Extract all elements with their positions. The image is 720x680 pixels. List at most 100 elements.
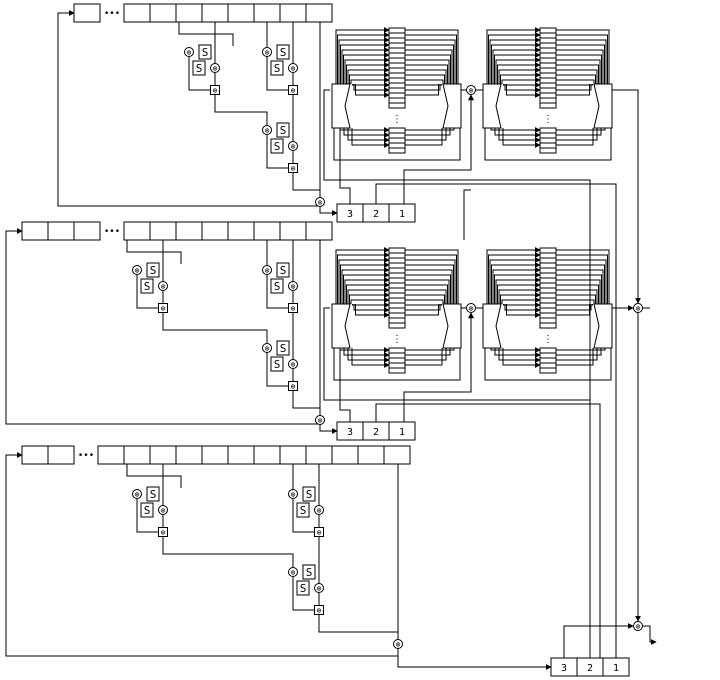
sbox bbox=[270, 356, 284, 372]
wire bbox=[405, 274, 451, 304]
mix-block-4-table-row bbox=[539, 322, 557, 329]
wire bbox=[337, 252, 390, 304]
register-2-cell bbox=[201, 221, 229, 241]
add-symbol: ⊕ bbox=[291, 86, 296, 95]
multiply-node bbox=[184, 47, 194, 57]
mix-block-3-table-row bbox=[388, 277, 406, 284]
mix-block-2-table-row bbox=[539, 27, 557, 34]
multiply-node bbox=[210, 63, 220, 73]
register-3-cell bbox=[201, 445, 229, 465]
wire bbox=[497, 282, 541, 304]
wire bbox=[347, 128, 390, 143]
mix-block-4-table-row bbox=[539, 252, 557, 259]
mix-block-4-table-row bbox=[539, 362, 557, 369]
multiply-symbol: ⊗ bbox=[161, 506, 166, 515]
wire bbox=[353, 84, 390, 93]
register-3-cell bbox=[279, 445, 307, 465]
multiply-symbol: ⊗ bbox=[135, 490, 140, 499]
register-1-cell bbox=[227, 3, 255, 23]
wire bbox=[323, 89, 591, 658]
sbox-label: S bbox=[280, 46, 287, 59]
register-1-cell bbox=[73, 3, 101, 23]
multiply-node bbox=[132, 489, 142, 499]
wire bbox=[556, 284, 599, 304]
register-3-cell bbox=[149, 445, 177, 465]
add-symbol: ⊕ bbox=[317, 528, 322, 537]
sbox bbox=[276, 44, 290, 60]
wire bbox=[556, 34, 608, 84]
multiply-node bbox=[633, 621, 643, 631]
sbox-label: S bbox=[280, 124, 287, 137]
wire bbox=[397, 641, 552, 670]
wire bbox=[494, 272, 541, 304]
wire bbox=[486, 27, 541, 84]
mix-block-2-table-row bbox=[539, 147, 557, 154]
multiply-symbol: ⊗ bbox=[318, 416, 323, 425]
register-2-cell bbox=[279, 221, 307, 241]
multiply-node bbox=[466, 85, 476, 95]
wire bbox=[405, 254, 457, 304]
wire bbox=[484, 348, 612, 381]
wire bbox=[346, 282, 390, 304]
wire bbox=[339, 90, 351, 204]
mix-block-1-table-row bbox=[388, 42, 406, 49]
add-symbol: ⊕ bbox=[317, 606, 322, 615]
wire bbox=[494, 128, 541, 138]
wire bbox=[266, 57, 288, 91]
mix-block-2-table-row bbox=[539, 42, 557, 49]
wire bbox=[405, 128, 451, 136]
multiply-symbol: ⊗ bbox=[317, 506, 322, 515]
mix-block-1-table-row bbox=[388, 137, 406, 144]
wire bbox=[405, 44, 454, 84]
sbox bbox=[140, 278, 154, 294]
mix-block-2-table-row bbox=[539, 57, 557, 64]
register-3-cell bbox=[305, 445, 333, 465]
mix-block-1-table-row bbox=[388, 67, 406, 74]
wire bbox=[498, 348, 541, 363]
multiply-node bbox=[262, 343, 272, 353]
add-node bbox=[210, 85, 220, 95]
sbox bbox=[270, 138, 284, 154]
multiply-symbol: ⊗ bbox=[265, 126, 270, 135]
register-2-cell bbox=[227, 221, 255, 241]
wire bbox=[556, 29, 610, 84]
mix-block-1-table-row bbox=[388, 72, 406, 79]
register-1-cell bbox=[253, 3, 281, 23]
wire bbox=[556, 59, 601, 84]
mix-block-4-table-row bbox=[539, 312, 557, 319]
wire bbox=[178, 22, 234, 46]
wire bbox=[405, 348, 447, 361]
multiply-node bbox=[288, 359, 298, 369]
wire bbox=[338, 37, 390, 84]
wire bbox=[498, 67, 541, 84]
wire bbox=[5, 228, 320, 425]
mix-block-1-table-row bbox=[388, 102, 406, 109]
wire bbox=[353, 304, 390, 313]
wire bbox=[556, 348, 598, 361]
sbox bbox=[296, 580, 310, 596]
mix-block-3-table-row bbox=[388, 352, 406, 359]
wire bbox=[352, 82, 390, 88]
add-symbol: ⊕ bbox=[161, 528, 166, 537]
add-symbol: ⊕ bbox=[291, 164, 296, 173]
wire bbox=[490, 347, 541, 353]
sbox bbox=[276, 122, 290, 138]
multiply-symbol: ⊗ bbox=[187, 48, 192, 57]
wire bbox=[405, 69, 447, 84]
mix-block-4-table-row bbox=[539, 367, 557, 374]
register-1-ellipsis: ••• bbox=[104, 9, 120, 19]
mix-block-3-table-row bbox=[388, 267, 406, 274]
wire bbox=[463, 189, 471, 240]
mix-block-4-table-row bbox=[539, 357, 557, 364]
wire bbox=[556, 128, 602, 136]
wire bbox=[612, 89, 641, 304]
wire bbox=[504, 304, 541, 313]
sbox-label: S bbox=[202, 46, 209, 59]
multiply-node bbox=[262, 125, 272, 135]
register-3-cell bbox=[97, 445, 125, 465]
wire bbox=[188, 57, 210, 91]
wire bbox=[355, 84, 390, 98]
wire bbox=[489, 257, 541, 304]
mix-block-3-table-row bbox=[388, 312, 406, 319]
wire bbox=[405, 348, 451, 356]
